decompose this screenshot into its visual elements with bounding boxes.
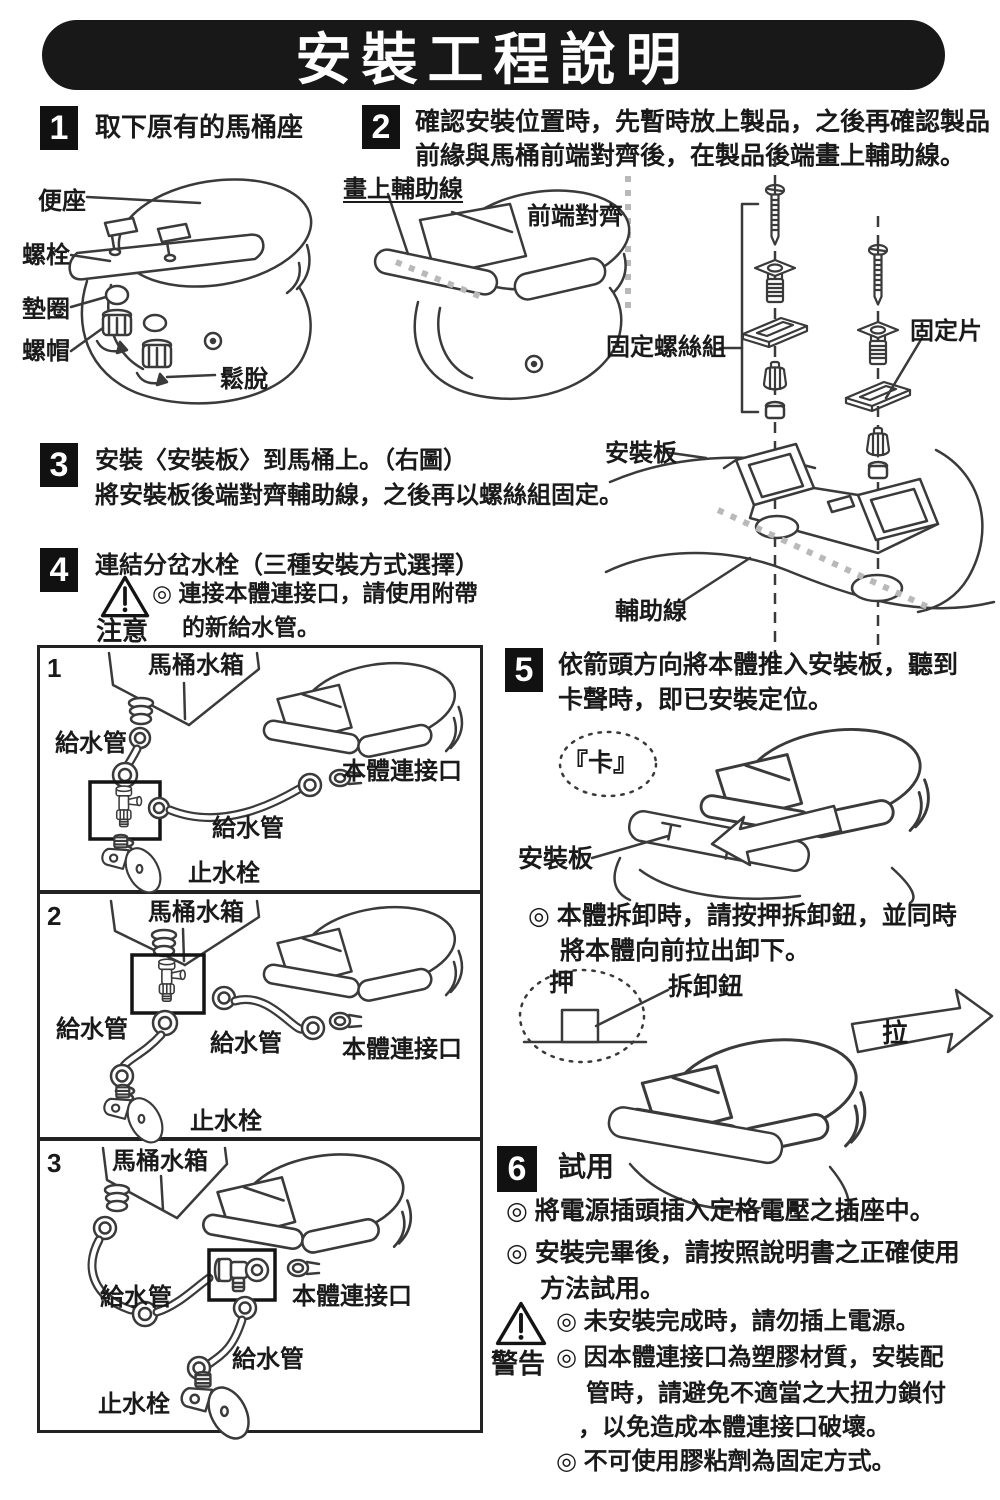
option2-stop-valve-label: 止水栓 [190, 1108, 262, 1135]
step6-heading: 試用 [558, 1151, 615, 1182]
label-fixing-piece: 固定片 [910, 318, 982, 345]
warning-bullet1: ◎ 未安裝完成時，請勿插上電源。 [556, 1308, 920, 1335]
option3-box [37, 1138, 483, 1433]
step6-bullet2-line2: 方法試用。 [540, 1275, 666, 1303]
step3-text-line1: 安裝〈安裝板〉到馬桶上。（右圖） [95, 447, 467, 474]
label-bolt: 螺栓 [22, 242, 70, 269]
label-washer: 墊圈 [22, 296, 70, 323]
option1-body-port-label: 本體連接口 [342, 758, 462, 785]
warning-bullet2-line1: ◎ 因本體連接口為塑膠材質，安裝配 [556, 1344, 944, 1371]
step6-bullet1: ◎ 將電源插頭插入定格電壓之插座中。 [506, 1197, 935, 1225]
step6-bullet2-line1: ◎ 安裝完畢後，請按照說明書之正確使用 [506, 1239, 960, 1267]
caution-note-line1: ◎ 連接本體連接口，請使用附帶 [152, 580, 478, 606]
option2-number: 2 [47, 901, 62, 931]
step1-number: 1 [40, 106, 78, 150]
step4-heading: 連結分岔水栓（三種安裝方式選擇） [95, 552, 479, 579]
detach-diagram [518, 968, 994, 1222]
label-draw-aux-line: 畫上輔助線 [343, 176, 463, 203]
caution-label: 注意 [96, 616, 149, 646]
step1-heading: 取下原有的馬桶座 [95, 112, 304, 142]
step6-number: 6 [497, 1146, 537, 1192]
label-mounting-plate: 安裝板 [605, 440, 677, 467]
option2-tank-label: 馬桶水箱 [148, 899, 244, 926]
step2-text-line1: 確認安裝位置時，先暫時放上製品，之後再確認製品 [415, 108, 991, 136]
warning-triangle-icon [495, 1300, 547, 1347]
option2-hose-right-label: 給水管 [210, 1030, 282, 1057]
page-title-banner: 安裝工程說明 [42, 20, 945, 91]
step5-mount-plate-label: 安裝板 [518, 845, 594, 873]
option1-number: 1 [47, 653, 62, 683]
step1-diagram [68, 178, 313, 405]
option3-hose-left-label: 給水管 [100, 1284, 172, 1311]
label-nut: 螺帽 [22, 338, 70, 365]
step3-text-line2: 將安裝板後端對齊輔助線，之後再以螺絲組固定。 [95, 482, 623, 509]
detach-text-line1: ◎ 本體拆卸時，請按押拆卸鈕，並同時 [528, 902, 957, 930]
page-title: 安裝工程說明 [295, 27, 692, 91]
step4-number: 4 [40, 548, 78, 592]
warning-label: 警告 [491, 1349, 545, 1379]
option1-hose-left-label: 給水管 [55, 730, 127, 757]
push-label: 押 [549, 969, 575, 997]
warning-bullet2-line2: 管時，請避免不適當之大扭力鎖付 [586, 1380, 946, 1407]
option1-stop-valve-label: 止水栓 [188, 860, 260, 887]
label-front-align: 前端對齊 [527, 203, 623, 230]
label-toilet-seat: 便座 [38, 188, 86, 215]
step2-number: 2 [362, 105, 400, 149]
caution-triangle-icon [100, 574, 150, 619]
mounting-plate-exploded-diagram [604, 156, 996, 658]
detach-text-line2: 將本體向前拉出卸下。 [560, 937, 811, 965]
option2-hose-left-label: 給水管 [56, 1016, 128, 1043]
option1-hose-right-label: 給水管 [212, 815, 284, 842]
option3-body-port-label: 本體連接口 [292, 1283, 412, 1310]
label-fixing-screw-set: 固定螺絲組 [606, 334, 726, 361]
option1-tank-label: 馬桶水箱 [148, 652, 244, 679]
option3-diagram [87, 1146, 413, 1446]
step3-number: 3 [40, 443, 78, 487]
step5-text-line2: 卡聲時，即已安裝定位。 [558, 686, 834, 714]
option3-tank-label: 馬桶水箱 [112, 1148, 208, 1175]
step2-diagram [373, 176, 631, 401]
click-sound-label: 『卡』 [563, 749, 639, 777]
step2-text-line2: 前緣與馬桶前端對齊後，在製品後端畫上輔助線。 [415, 142, 966, 170]
step5-number: 5 [505, 648, 543, 692]
option3-hose-right-label: 給水管 [232, 1346, 304, 1373]
option2-diagram [103, 899, 464, 1149]
label-aux-line: 輔助線 [615, 598, 687, 625]
warning-bullet2-line3: ，以免造成本體連接口破壞。 [578, 1414, 890, 1441]
option2-body-port-label: 本體連接口 [342, 1036, 462, 1063]
option3-number: 3 [47, 1148, 62, 1178]
step5-text-line1: 依箭頭方向將本體推入安裝板，聽到 [558, 651, 959, 679]
caution-note-line2: 的新給水管。 [182, 614, 320, 640]
option1-diagram [88, 651, 464, 899]
pull-label: 拉 [882, 1018, 909, 1048]
option3-stop-valve-label: 止水栓 [98, 1391, 170, 1418]
warning-bullet3: ◎ 不可使用膠粘劑為固定方式。 [556, 1448, 896, 1475]
step5-diagram [558, 720, 930, 905]
release-button-label: 拆卸鈕 [668, 973, 744, 1001]
label-loosen: 鬆脫 [220, 366, 268, 393]
